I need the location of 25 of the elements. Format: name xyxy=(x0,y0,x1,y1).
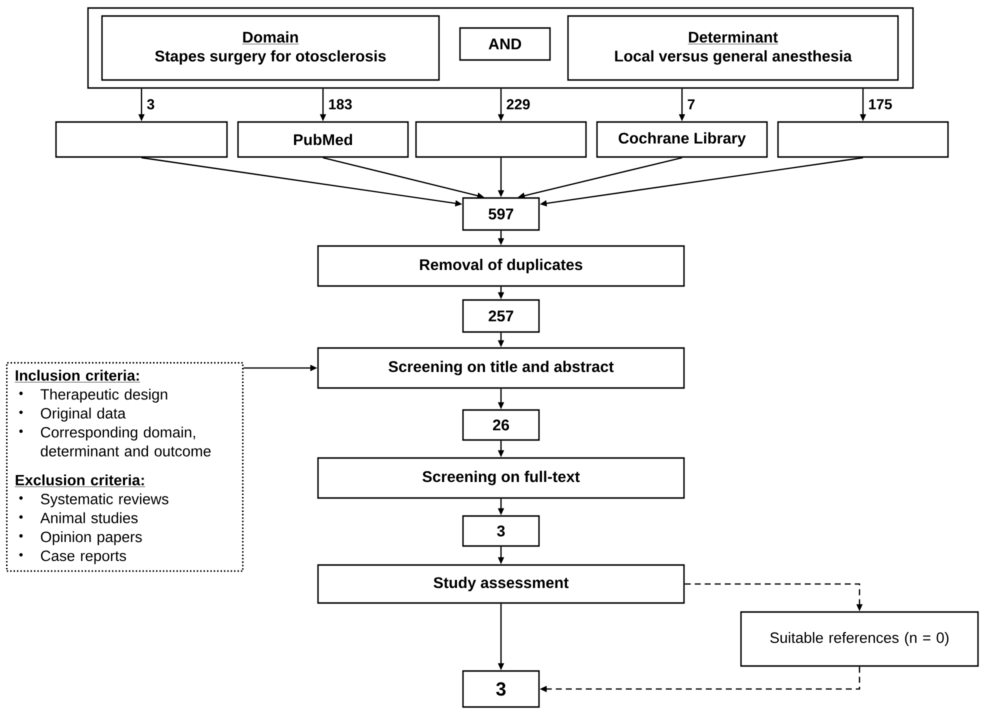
database-box xyxy=(777,121,949,158)
count-box: 597 xyxy=(462,197,540,231)
edge-label: 3 xyxy=(147,99,154,110)
edge-label: 7 xyxy=(688,99,695,110)
operator-box: AND xyxy=(459,27,551,61)
process-box: Domain Stapes surgery for otosclerosis xyxy=(101,15,440,81)
process-box: Determinant Local versus general anesthesia xyxy=(567,15,899,81)
query-box xyxy=(87,7,914,89)
process-box: Cochrane Library xyxy=(596,121,768,158)
edge-label: 229 xyxy=(506,99,530,110)
edge-label: 183 xyxy=(329,99,352,110)
process-box: PubMed xyxy=(237,121,409,158)
count-box: 3 xyxy=(462,515,540,547)
edge-label: 175 xyxy=(869,99,892,110)
process-box: Screening on title and abstract xyxy=(317,347,685,389)
count-box: 257 xyxy=(462,299,540,333)
process-box: Suitable references (n = 0) xyxy=(740,611,979,667)
criteria-box: Inclusion criteria: Therapeutic design Original data Corresponding domain, determinant and outcome Exclusion criteria: Systematic reviews Animal studies Opinion papers Case reports xyxy=(6,362,244,572)
process-box: Removal of duplicates xyxy=(317,245,685,287)
count-box: 26 xyxy=(462,409,540,441)
database-box xyxy=(55,121,228,158)
process-box: Screening on full-text xyxy=(317,457,685,499)
database-box xyxy=(415,121,587,158)
process-box: Study assessment xyxy=(317,564,685,604)
count-box: 3 xyxy=(462,670,540,708)
